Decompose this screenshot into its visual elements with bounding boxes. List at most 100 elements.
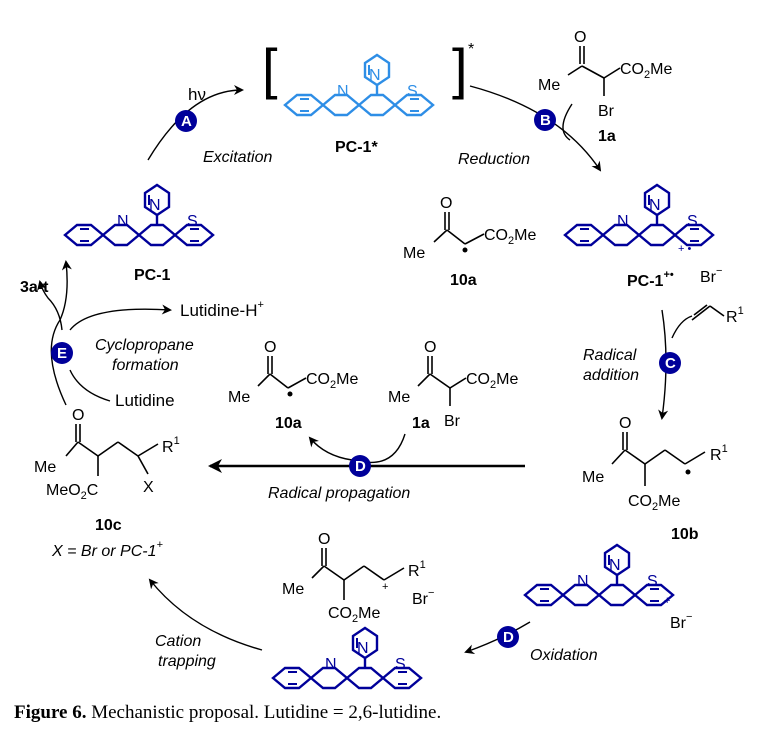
pc1-ground: N N S PC-1 [63, 183, 215, 284]
svg-text:Me: Me [403, 245, 425, 262]
radical-10a-top: O Me CO2Me 10a [403, 195, 536, 289]
label-pc1: PC-1 [134, 267, 171, 284]
lutidine-h-label: Lutidine-H [180, 301, 258, 320]
badge-C: C [659, 352, 681, 374]
svg-text:trapping: trapping [158, 653, 216, 670]
svg-text:addition: addition [583, 367, 639, 384]
svg-text:E: E [57, 345, 67, 362]
svg-text:D: D [355, 458, 366, 475]
svg-text:+: + [664, 595, 670, 607]
pc1-radical-cation: N N S ++ • Br− PC-1+• [563, 183, 722, 290]
svg-text:N: N [117, 213, 129, 230]
svg-text:Br: Br [598, 103, 615, 120]
radical-10b: O Me R1 CO2Me 10b [582, 415, 728, 543]
label-pc1-rad: PC-1 [627, 273, 664, 290]
arrow-lutidine-h [69, 304, 172, 331]
svg-text:N: N [357, 640, 369, 657]
pc1-radical-cation-bottom: N N S + Br− [523, 543, 692, 632]
svg-text:Me: Me [582, 469, 604, 486]
svg-text:10a: 10a [450, 272, 477, 289]
label-radical-propagation: Radical propagation [268, 485, 410, 502]
svg-text:Br−: Br− [670, 611, 692, 632]
pc1-excited: [ ] * N N S PC-1* [262, 37, 474, 156]
label-reduction: Reduction [458, 151, 530, 168]
svg-text:CO2Me: CO2Me [628, 493, 680, 513]
svg-text:[: [ [262, 37, 278, 100]
svg-text:CO2Me: CO2Me [620, 61, 672, 81]
svg-text:Me: Me [282, 581, 304, 598]
svg-text:10a: 10a [275, 415, 302, 432]
svg-text:N: N [609, 557, 621, 574]
radical-10a-mid: O Me CO2Me 10a [228, 339, 358, 432]
badge-D1: D [349, 455, 371, 477]
svg-text:Br−: Br− [700, 265, 722, 286]
svg-text:++ •: ++ • [678, 243, 691, 255]
svg-text:MeO2C: MeO2C [46, 482, 98, 502]
arrow-cation-trapping [148, 578, 263, 651]
svg-text:Me: Me [388, 389, 410, 406]
svg-text:S: S [395, 656, 406, 673]
svg-text:N: N [617, 213, 629, 230]
svg-text:Cation: Cation [155, 633, 201, 650]
svg-text:Cyclopropane: Cyclopropane [95, 337, 194, 354]
svg-text:S: S [407, 83, 418, 100]
svg-text:O: O [318, 531, 330, 548]
svg-text:CO2Me: CO2Me [484, 227, 536, 247]
badge-E: E [51, 342, 73, 364]
svg-text:C: C [665, 355, 676, 372]
svg-text:R1: R1 [710, 443, 728, 464]
arrow-1a-in [364, 433, 406, 464]
alkene-reagent: R1 [671, 304, 744, 339]
product-3a-t: 3a-t [20, 279, 49, 296]
svg-text:O: O [440, 195, 452, 212]
svg-text:N: N [337, 83, 349, 100]
svg-text:O: O [424, 339, 436, 356]
svg-text:B: B [540, 112, 551, 129]
arrow-lutidine-in [69, 369, 111, 402]
intermediate-10c: O Me R1 X MeO2C 10c X = Br or PC-1+ [34, 407, 180, 560]
svg-text:Br−: Br− [412, 587, 434, 608]
svg-text:N: N [649, 197, 661, 214]
svg-text:S: S [687, 213, 698, 230]
svg-text:CO2Me: CO2Me [306, 371, 358, 391]
svg-text:N: N [577, 573, 589, 590]
svg-text:N: N [149, 197, 161, 214]
carbocation: O Me + R1 Br− CO2Me [282, 531, 434, 625]
arrow-excitation [147, 85, 244, 161]
svg-text:Lutidine-H+: Lutidine-H+ [180, 299, 264, 320]
arrow-to-3a-t [37, 280, 63, 331]
compound-1a-top: O Me CO2Me Br 1a [538, 29, 672, 145]
compound-1a-mid: O Me CO2Me Br 1a [388, 339, 518, 432]
svg-text:1a: 1a [598, 128, 616, 145]
svg-text:CO2Me: CO2Me [466, 371, 518, 391]
x-definition: X = Br or PC-1 [51, 543, 156, 560]
svg-text:Radical: Radical [583, 347, 637, 364]
svg-text:R1: R1 [408, 559, 426, 580]
svg-text:O: O [574, 29, 586, 46]
badge-D2: D [497, 626, 519, 648]
svg-text:R1: R1 [726, 305, 744, 326]
svg-text:N: N [369, 67, 381, 84]
svg-text:X = Br or PC-1+: X = Br or PC-1+ [51, 539, 163, 560]
arrow-reduction-incoming [562, 103, 573, 141]
svg-text:10b: 10b [671, 526, 699, 543]
svg-text:S: S [187, 213, 198, 230]
badge-A: A [175, 110, 197, 132]
svg-text:R1: R1 [162, 435, 180, 456]
figure-number: Figure 6. [14, 702, 87, 723]
svg-text:D: D [503, 629, 514, 646]
svg-text:+: + [382, 581, 388, 593]
svg-text:O: O [264, 339, 276, 356]
svg-text:Me: Me [228, 389, 250, 406]
svg-text:Me: Me [538, 77, 560, 94]
svg-text:Br: Br [444, 413, 461, 430]
svg-text:O: O [72, 407, 84, 424]
svg-text:1a: 1a [412, 415, 430, 432]
svg-text:formation: formation [112, 357, 179, 374]
arrow-to-product [50, 260, 72, 406]
svg-text:S: S [647, 573, 658, 590]
label-excitation: Excitation [203, 149, 272, 166]
svg-text:X: X [143, 479, 154, 496]
figure-caption: Figure 6. Mechanistic proposal. Lutidine… [14, 702, 754, 724]
